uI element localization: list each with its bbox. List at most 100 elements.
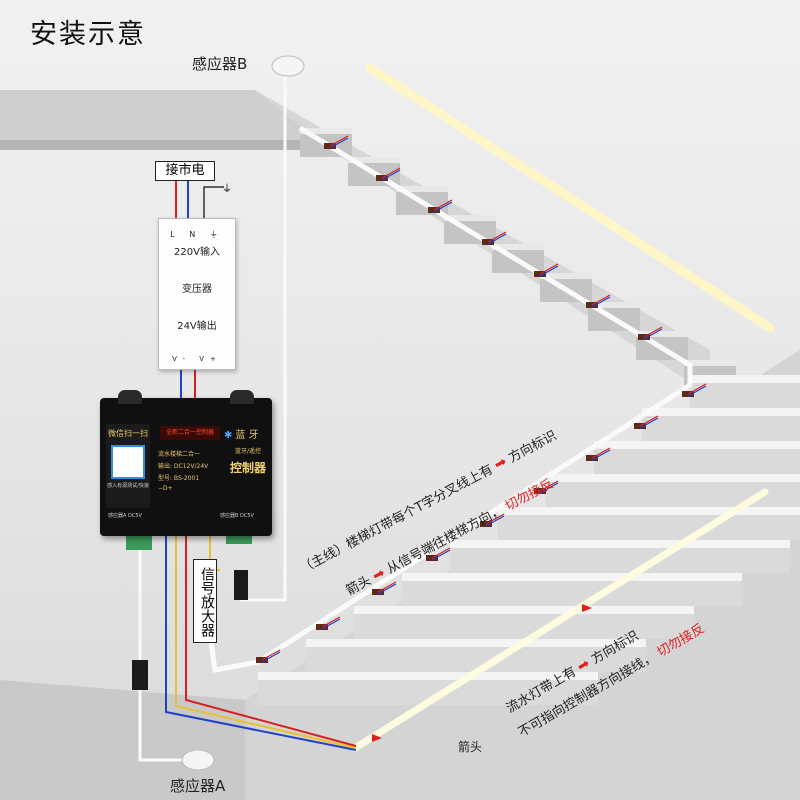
- t-junction-wire-red: [321, 616, 341, 628]
- t-junction-wire-red: [381, 167, 401, 179]
- lower-step-tread: [642, 408, 800, 416]
- bluetooth-icon: ✱: [224, 430, 233, 441]
- t-junction-wire-blue: [639, 417, 659, 429]
- transformer-output-label: 24V输出: [177, 321, 217, 332]
- upper-led-bar: [365, 63, 775, 333]
- lower-step-riser: [306, 647, 646, 672]
- scan-small-text: 感入有源测试/快速: [107, 483, 149, 489]
- lower-step-tread: [306, 639, 646, 647]
- upper-step-tread: [684, 360, 736, 366]
- t-junction-wire-red: [639, 415, 659, 427]
- t-junction-wire-red: [591, 294, 611, 306]
- controller-side-text: 流水楼梯二合一: [158, 451, 201, 458]
- transformer-output-terminals: V- V+: [172, 355, 222, 363]
- flow-led-strip: [351, 488, 769, 752]
- main-stair-cable: [202, 125, 693, 673]
- t-junction-wire-blue: [377, 583, 397, 595]
- t-junction-wire-blue: [321, 618, 341, 630]
- t-junction-wire-red: [431, 547, 451, 559]
- t-junction-wire-blue: [643, 328, 663, 340]
- t-junction-wire-red: [643, 326, 663, 338]
- lower-step-tread: [546, 474, 800, 482]
- t-junction-wire-red: [687, 383, 707, 395]
- sensor-a-label: 感应器A: [170, 777, 226, 795]
- t-junction-wire-blue: [381, 169, 401, 181]
- t-junction-wire-red: [539, 480, 559, 492]
- controller-right-big: 控制器: [229, 461, 266, 475]
- sensor-a-connector: [132, 660, 148, 690]
- controller-scan-panel: 微信扫一扫 感入有源测试/快速: [106, 424, 150, 508]
- flow-wire-red: [185, 536, 357, 747]
- transformer-name: 变压器: [182, 284, 212, 295]
- controller-brand: 蓝牙/遥控 控制器: [228, 446, 268, 476]
- sensor-b-label: 感应器B: [192, 55, 248, 73]
- upper-landing-edge: [0, 140, 330, 150]
- transformer-input-label: 220V输入: [174, 247, 220, 258]
- lower-step-tread: [594, 441, 800, 449]
- t-junction-wire-blue: [433, 201, 453, 213]
- upper-step-tread: [300, 128, 352, 134]
- t-junction-wire-red: [261, 649, 281, 661]
- t-junction-wire-blue: [591, 296, 611, 308]
- t-junction-wire-blue: [261, 651, 281, 663]
- lower-step-riser: [690, 383, 800, 408]
- lower-step-tread: [258, 672, 598, 680]
- upper-step-tread: [636, 331, 688, 337]
- controller: 微信扫一扫 感入有源测试/快速 全新二合一控制器 ✱蓝 牙 流水楼梯二合一 输出…: [100, 390, 272, 536]
- lower-step-riser: [354, 614, 694, 639]
- transformer: L N ⏚ 220V输入 变压器 24V输出 V- V+: [158, 218, 236, 370]
- controller-right-small: 蓝牙/遥控: [234, 448, 262, 455]
- t-junction-wire-blue: [591, 449, 611, 461]
- upper-step-tread: [588, 302, 640, 308]
- page-title: 安装示意: [30, 19, 146, 50]
- bluetooth-badge: ✱蓝 牙: [224, 426, 259, 441]
- t-junction-wire-blue: [485, 515, 505, 527]
- sensor-b-cable: [240, 70, 287, 602]
- controller-spec: 流水楼梯二合一 输出: DC12V/24V 型号: BS-2001 −D+: [158, 446, 224, 492]
- t-junction-wire-red: [591, 447, 611, 459]
- upper-step-tread: [540, 273, 592, 279]
- lower-step-riser: [498, 515, 800, 540]
- controller-port-label: −D+: [158, 485, 173, 492]
- qr-code-icon: [111, 445, 145, 479]
- lower-step-tread: [450, 540, 790, 548]
- t-junction-wire-red: [485, 513, 505, 525]
- t-junction-wire-red: [487, 231, 507, 243]
- floor: [0, 680, 245, 800]
- signal-amplifier-label: 信号放大器: [193, 559, 217, 643]
- t-junction-wire-blue: [539, 265, 559, 277]
- lower-steps: [258, 375, 800, 705]
- lower-step-tread: [690, 375, 800, 383]
- scan-label: 微信扫一扫: [108, 429, 148, 438]
- t-junctions: [256, 135, 707, 663]
- t-junction-wire-red: [377, 581, 397, 593]
- sensor-b-port-label: 感应器B DC5V: [220, 513, 254, 519]
- flow-wire-blue: [165, 536, 357, 751]
- lower-step-tread: [498, 507, 800, 515]
- lower-step-riser: [450, 548, 790, 573]
- sensor-a-port-label: 感应器A DC5V: [108, 513, 142, 519]
- arrow-tag-label: 箭头: [458, 740, 483, 754]
- t-junction-wire-blue: [539, 482, 559, 494]
- lower-step-tread: [402, 573, 742, 581]
- upper-step-tread: [396, 186, 448, 192]
- t-junction-wire-red: [539, 263, 559, 275]
- controller-display: 全新二合一控制器: [160, 426, 220, 440]
- controller-model: 型号: BS-2001: [158, 475, 200, 482]
- t-junction-wire-blue: [687, 385, 707, 397]
- t-junction-wire-red: [329, 135, 349, 147]
- lower-step-tread: [354, 606, 694, 614]
- upper-step-tread: [444, 215, 496, 221]
- flow-arrow: [582, 604, 592, 612]
- mains-label-box: 接市电: [155, 161, 215, 181]
- upper-landing: [0, 90, 330, 140]
- t-junction-wire-blue: [329, 137, 349, 149]
- lower-step-riser: [594, 449, 800, 474]
- t-junction-wire-red: [433, 199, 453, 211]
- upper-step-tread: [348, 157, 400, 163]
- mount-ear-right: [230, 390, 254, 404]
- lower-step-riser: [642, 416, 800, 441]
- sensor-b-device: [271, 55, 305, 77]
- flow-wire-yellow: [175, 536, 357, 749]
